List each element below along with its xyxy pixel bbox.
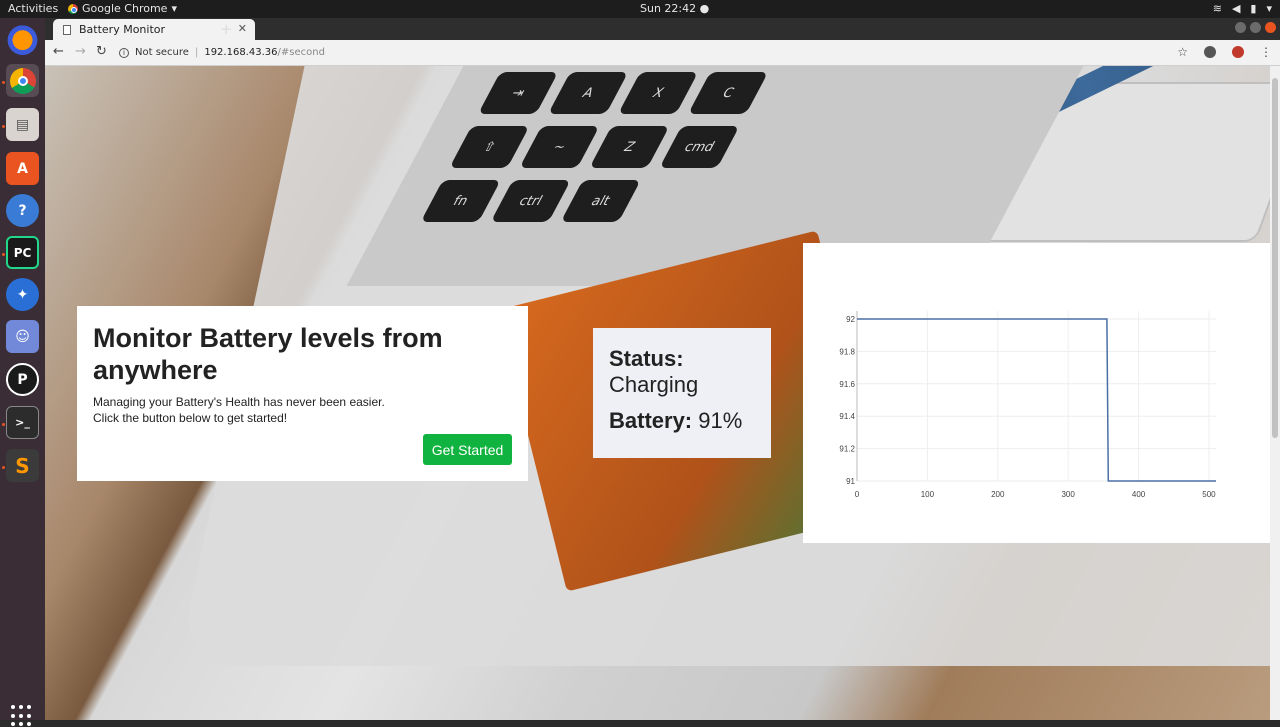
address-bar[interactable]: i Not secure | 192.168.43.36/#second xyxy=(119,43,1169,62)
dock: ▤ A ? PC ✦ ☺ P >_ S xyxy=(0,18,45,727)
browser-toolbar: ← → ↻ i Not secure | 192.168.43.36/#seco… xyxy=(45,40,1280,66)
app-menu[interactable]: Google Chrome ▾ xyxy=(68,2,177,15)
running-indicator xyxy=(2,423,5,426)
y-tick-label: 91.6 xyxy=(839,380,855,389)
hero-title: Monitor Battery levels from anywhere xyxy=(93,323,443,385)
hero-line-2: Click the button below to get started! xyxy=(93,411,288,425)
system-top-bar: Activities Google Chrome ▾ Sun 22:42 ● ≋… xyxy=(0,0,1280,18)
show-applications-icon[interactable] xyxy=(11,705,33,727)
battery-chart-card: 0 100 200 300 400 500 91 91.2 91.4 91.6 91.8 92 xyxy=(803,243,1270,543)
status-card: Status: Charging Battery: 91% xyxy=(593,328,771,458)
menu-icon[interactable]: ⋮ xyxy=(1260,45,1272,59)
y-tick-label: 92 xyxy=(846,315,855,324)
y-tick-label: 91 xyxy=(846,477,855,486)
chrome-icon xyxy=(9,67,36,94)
x-tick-label: 100 xyxy=(921,490,935,499)
window-controls xyxy=(1235,22,1276,33)
clock[interactable]: Sun 22:42 ● xyxy=(640,2,710,15)
x-tick-label: 300 xyxy=(1061,490,1075,499)
y-tick-label: 91.4 xyxy=(839,412,855,421)
running-indicator xyxy=(2,466,5,469)
chevron-down-icon: ▾ xyxy=(171,2,177,15)
status-value: Charging xyxy=(609,372,699,397)
activities-button[interactable]: Activities xyxy=(8,2,59,15)
maximize-button[interactable] xyxy=(1250,22,1261,33)
y-tick-label: 91.8 xyxy=(839,347,855,356)
bookmark-star-icon[interactable]: ☆ xyxy=(1177,45,1188,59)
profile-avatar[interactable] xyxy=(1232,46,1244,58)
battery-icon: ▮ xyxy=(1250,2,1257,15)
back-icon[interactable]: ← xyxy=(53,44,64,59)
get-started-button[interactable]: Get Started xyxy=(423,434,512,465)
running-indicator xyxy=(2,253,5,256)
y-tick-label: 91.2 xyxy=(839,445,855,454)
close-window-button[interactable] xyxy=(1265,22,1276,33)
x-tick-label: 500 xyxy=(1202,490,1216,499)
forward-icon[interactable]: → xyxy=(75,44,86,59)
hero-subtitle: Managing your Battery's Health has never… xyxy=(93,394,512,426)
pycharm-edu-icon[interactable]: P xyxy=(6,363,39,396)
battery-chart[interactable]: 0 100 200 300 400 500 91 91.2 91.4 91.6 91.8 92 xyxy=(803,243,1270,543)
separator: | xyxy=(194,47,199,58)
wifi-icon: ≋ xyxy=(1212,2,1222,15)
system-tray[interactable]: ≋ ◀ ▮ ▾ xyxy=(1213,2,1272,15)
battery-value: 91% xyxy=(698,408,743,433)
sublime-text-icon[interactable]: S xyxy=(6,449,39,482)
software-center-icon[interactable]: A xyxy=(6,152,39,185)
security-label: Not secure xyxy=(135,47,189,58)
tab-strip: Battery Monitor ✕ + xyxy=(45,18,1280,40)
info-icon[interactable]: i xyxy=(119,47,129,58)
hero-line-1: Managing your Battery's Health has never… xyxy=(93,395,385,409)
chevron-down-icon: ▾ xyxy=(1266,2,1272,15)
status-label: Status: xyxy=(609,346,684,371)
tab-title: Battery Monitor xyxy=(79,23,166,36)
hero-card: Monitor Battery levels from anywhere Man… xyxy=(77,306,528,481)
discord-icon[interactable]: ☺ xyxy=(6,320,39,353)
volume-icon: ◀ xyxy=(1231,2,1241,15)
running-indicator xyxy=(2,81,5,84)
toolbar-actions: ☆ ⋮ xyxy=(1177,45,1272,59)
chrome-icon xyxy=(68,3,78,14)
pycharm-icon[interactable]: PC xyxy=(6,236,39,269)
reload-icon[interactable]: ↻ xyxy=(96,44,107,59)
page-viewport: ⇥ A X C ⇧ ~ Z cmd fn ctrl alt Monitor Ba… xyxy=(45,66,1270,720)
url-host: 192.168.43.36 xyxy=(204,47,278,58)
page-icon xyxy=(63,24,71,35)
battery-label: Battery: xyxy=(609,408,693,433)
blender-icon[interactable]: ✦ xyxy=(6,278,39,311)
running-indicator xyxy=(2,125,5,128)
x-tick-label: 400 xyxy=(1132,490,1146,499)
url-path: /#second xyxy=(277,47,325,58)
app-menu-label: Google Chrome xyxy=(82,2,168,15)
scrollbar[interactable] xyxy=(1270,66,1280,720)
x-tick-label: 200 xyxy=(991,490,1005,499)
tab-battery-monitor[interactable]: Battery Monitor ✕ xyxy=(53,19,255,40)
terminal-icon[interactable]: >_ xyxy=(6,406,39,439)
minimize-button[interactable] xyxy=(1235,22,1246,33)
battery-series-line xyxy=(857,318,1216,482)
x-tick-label: 0 xyxy=(855,490,860,499)
files-icon[interactable]: ▤ xyxy=(6,108,39,141)
help-icon[interactable]: ? xyxy=(6,194,39,227)
chrome-dock-icon[interactable] xyxy=(6,64,39,97)
close-icon[interactable]: ✕ xyxy=(237,22,247,35)
firefox-icon[interactable] xyxy=(6,22,39,55)
scrollbar-thumb[interactable] xyxy=(1272,78,1278,438)
new-tab-button[interactable]: + xyxy=(220,20,233,38)
extension-icon[interactable] xyxy=(1204,46,1216,58)
